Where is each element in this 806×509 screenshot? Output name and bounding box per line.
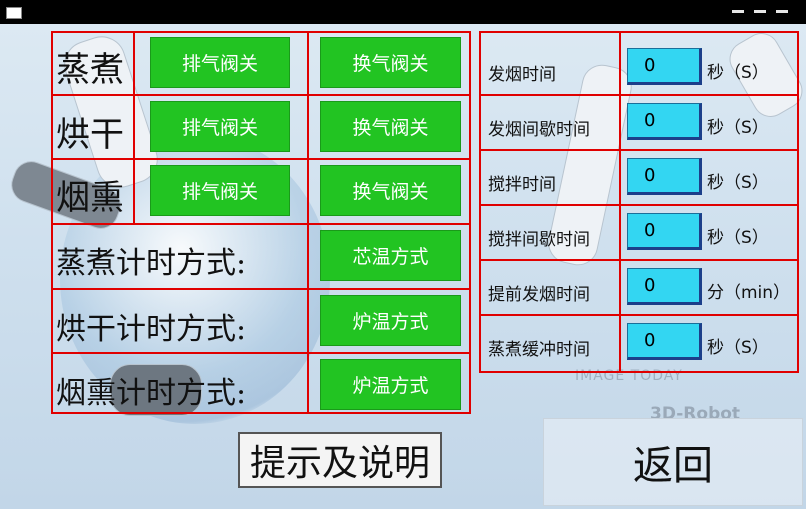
right-grid: [479, 31, 799, 373]
exhaust-valve-button-smoke[interactable]: 排气阀关: [150, 165, 290, 216]
grid-line: [51, 94, 471, 96]
param-label-steam-buffer: 蒸煮缓冲时间: [488, 340, 590, 360]
unit-label: 秒（S）: [707, 118, 769, 138]
exhaust-valve-button-steam[interactable]: 排气阀关: [150, 37, 290, 88]
grid-line: [479, 259, 799, 261]
steam-buffer-input[interactable]: 0: [627, 323, 702, 360]
smoke-time-input[interactable]: 0: [627, 48, 702, 85]
timing-mode-button-steam[interactable]: 芯温方式: [320, 230, 461, 281]
grid-line: [51, 352, 471, 354]
grid-line: [619, 31, 621, 373]
unit-label: 秒（S）: [707, 63, 769, 83]
close-icon[interactable]: [776, 10, 788, 13]
help-button[interactable]: 提示及说明: [238, 432, 442, 488]
timing-label-smoke: 烟熏计时方式:: [56, 376, 247, 411]
row-label-smoke: 烟熏: [56, 178, 124, 218]
grid-line: [479, 94, 799, 96]
minimize-icon[interactable]: [732, 10, 744, 13]
stir-interval-input[interactable]: 0: [627, 213, 702, 250]
grid-line: [51, 288, 471, 290]
back-button[interactable]: 返回: [543, 418, 803, 506]
unit-label: 秒（S）: [707, 228, 769, 248]
unit-label: 秒（S）: [707, 338, 769, 358]
row-label-steam: 蒸煮: [56, 50, 124, 90]
timing-mode-button-smoke[interactable]: 炉温方式: [320, 359, 461, 410]
param-label-pre-smoke: 提前发烟时间: [488, 285, 590, 305]
timing-mode-button-dry[interactable]: 炉温方式: [320, 295, 461, 346]
grid-line: [51, 158, 471, 160]
param-label-stir-time: 搅拌时间: [488, 175, 556, 195]
vent-valve-button-steam[interactable]: 换气阀关: [320, 37, 461, 88]
grid-line: [133, 31, 135, 225]
exhaust-valve-button-dry[interactable]: 排气阀关: [150, 101, 290, 152]
timing-label-steam: 蒸煮计时方式:: [56, 246, 247, 281]
grid-line: [51, 223, 471, 225]
unit-label: 秒（S）: [707, 173, 769, 193]
vent-valve-button-dry[interactable]: 换气阀关: [320, 101, 461, 152]
timing-label-dry: 烘干计时方式:: [56, 312, 247, 347]
robot-foot: [110, 364, 202, 416]
unit-label: 分（min）: [707, 283, 791, 303]
grid-line: [479, 314, 799, 316]
title-bar: [0, 0, 806, 24]
grid-line: [479, 204, 799, 206]
maximize-icon[interactable]: [754, 10, 766, 13]
stir-time-input[interactable]: 0: [627, 158, 702, 195]
window-icon: [6, 7, 22, 19]
smoke-interval-input[interactable]: 0: [627, 103, 702, 140]
param-label-smoke-time: 发烟时间: [488, 65, 556, 85]
grid-line: [479, 149, 799, 151]
vent-valve-button-smoke[interactable]: 换气阀关: [320, 165, 461, 216]
row-label-dry: 烘干: [56, 115, 124, 155]
grid-line: [307, 31, 309, 414]
left-grid: [51, 31, 471, 414]
param-label-stir-interval: 搅拌间歇时间: [488, 230, 590, 250]
param-label-smoke-interval: 发烟间歇时间: [488, 120, 590, 140]
pre-smoke-input[interactable]: 0: [627, 268, 702, 305]
